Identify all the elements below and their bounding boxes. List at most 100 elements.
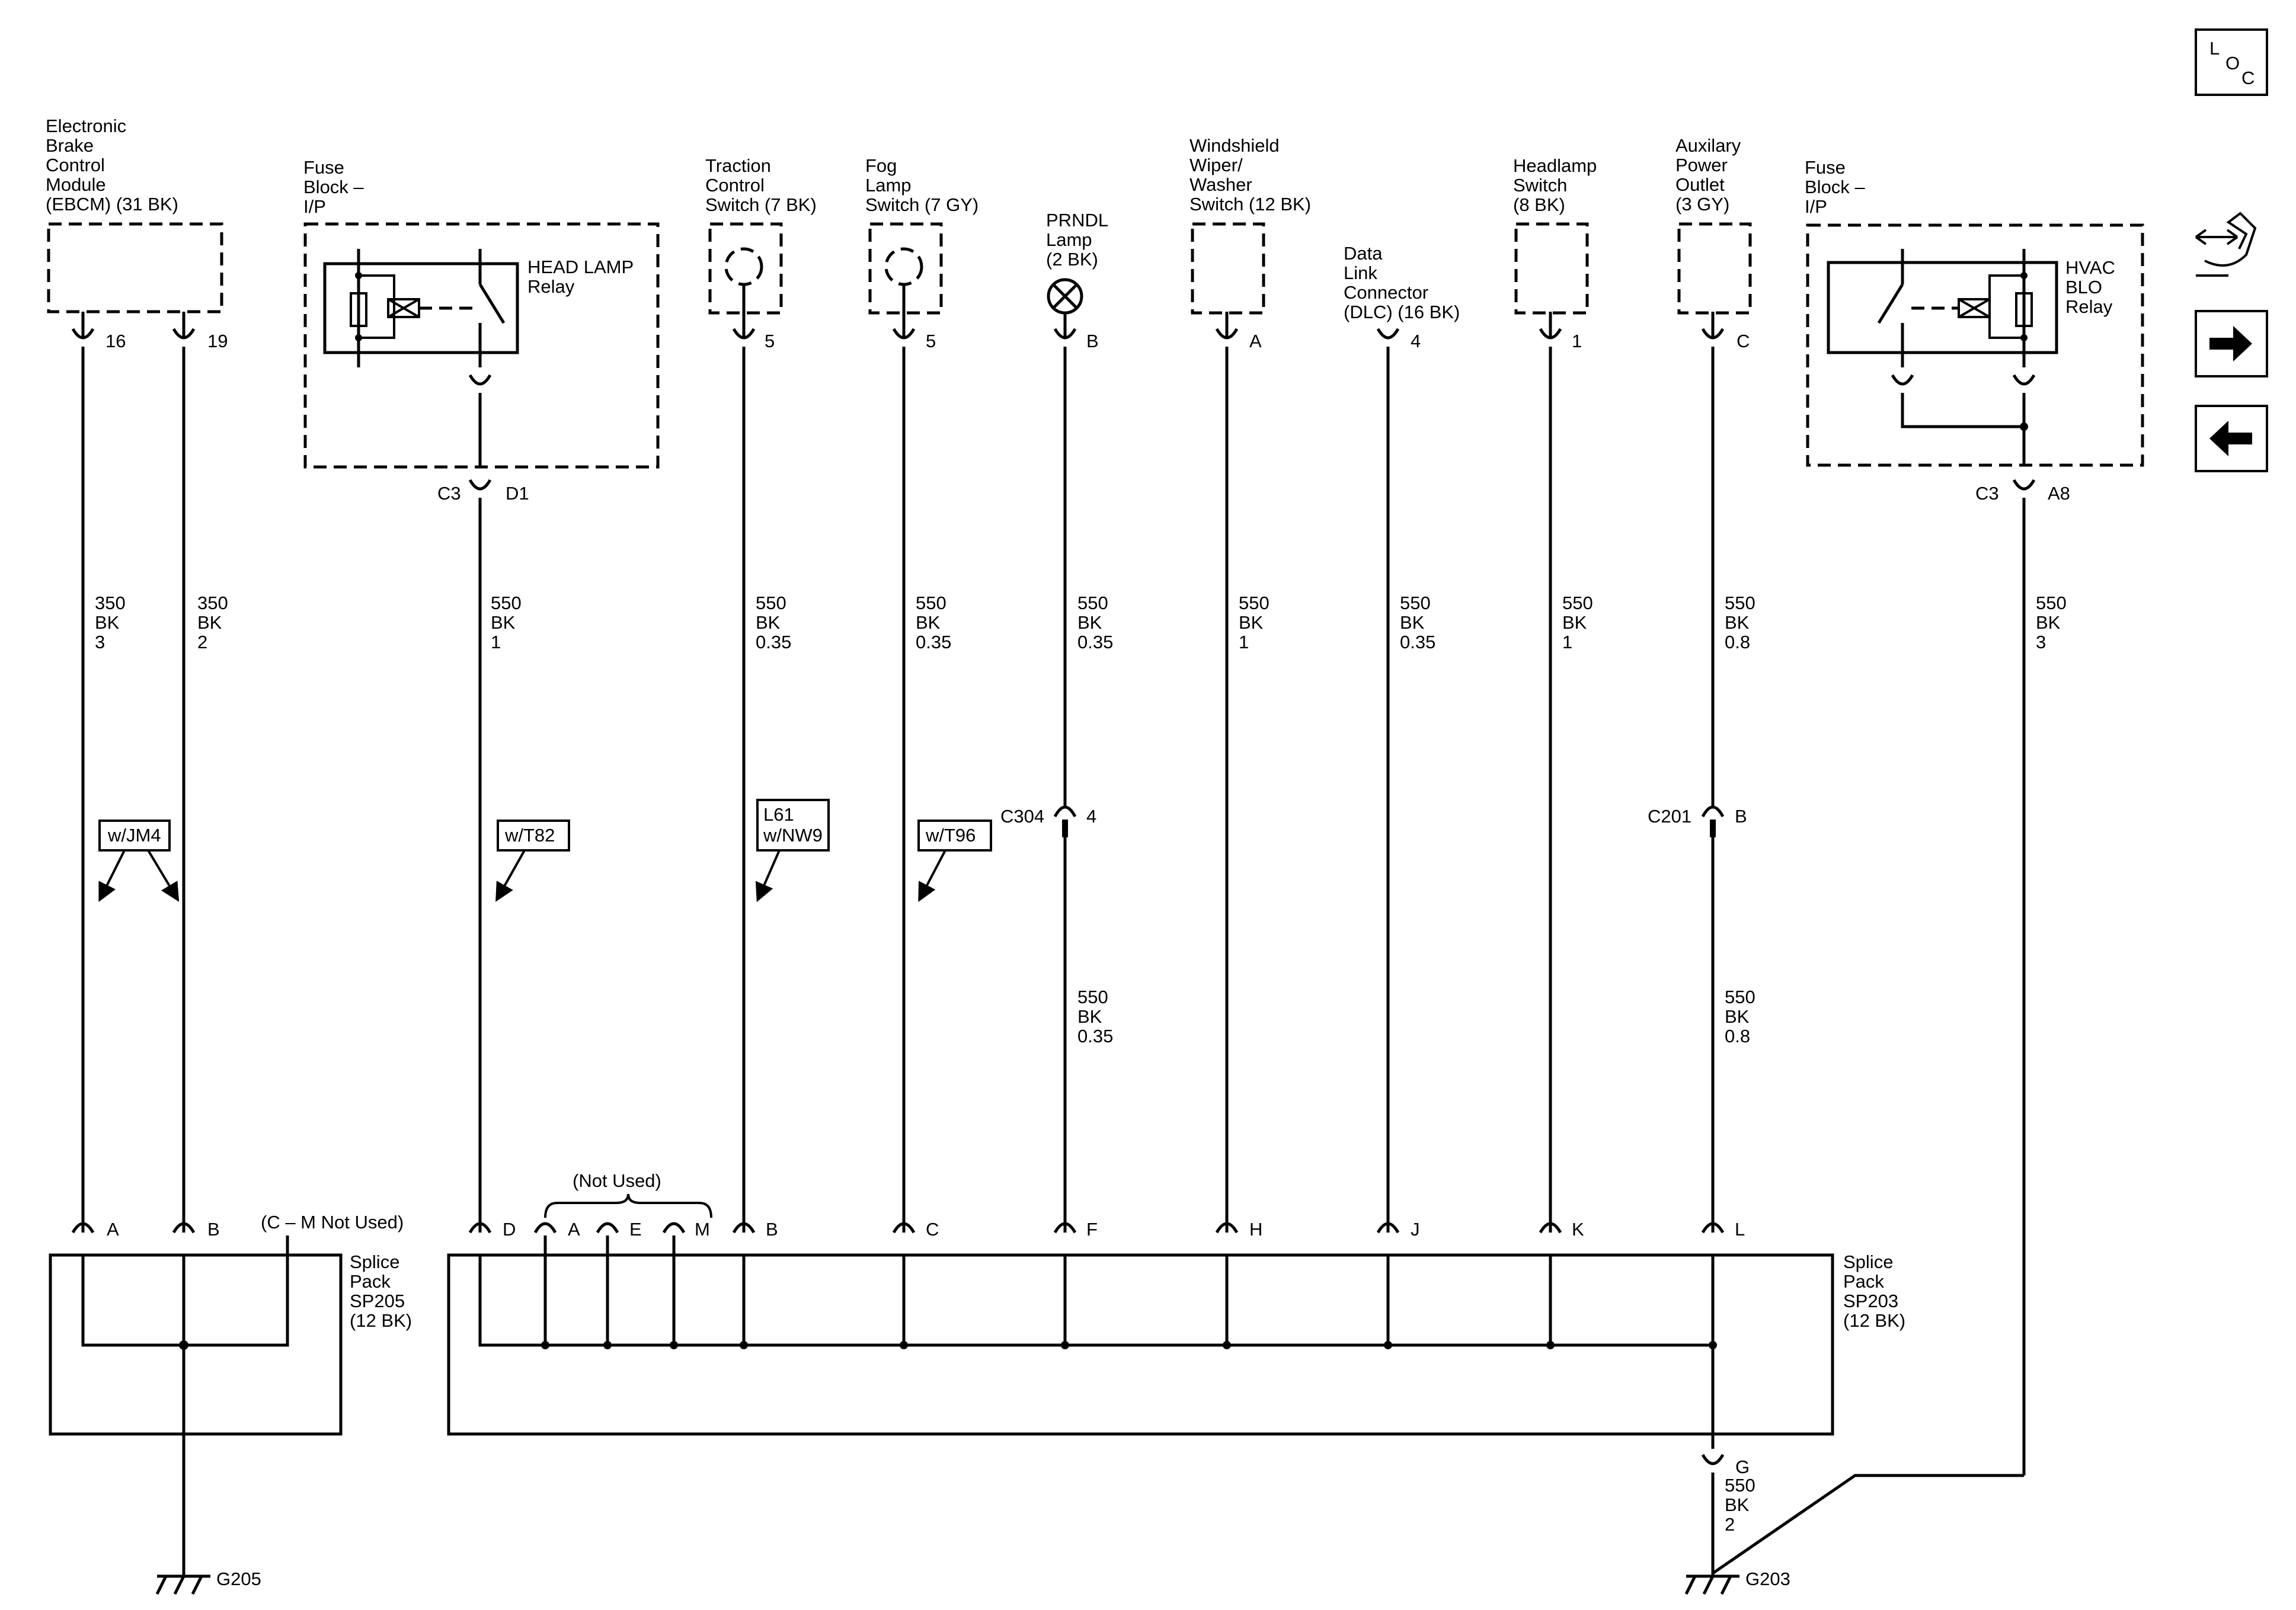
sp203-pin-g: G [1735,1457,1750,1477]
option-jm4-text: w/JM4 [107,825,161,846]
fog-pin: 5 [926,331,936,351]
sp205-pin-a: A [107,1219,119,1240]
sp203-pin-b: B [766,1219,778,1240]
option-l61-text: L61 w/NW9 [763,804,823,846]
sp203-pin-j: J [1411,1219,1420,1240]
wire-label-traction: 550 BK 0.35 [756,593,791,652]
option-t96-text: w/T96 [925,825,976,846]
headlamp-label: Headlamp Switch (8 BK) [1513,155,1602,215]
data-link-connector: Data Link Connector (DLC) (16 BK) 4 [1344,243,1460,351]
wire-label-prndl-upper: 550 BK 0.35 [1077,593,1113,652]
sp203-label: Splice Pack SP203 (12 BK) [1843,1251,1905,1331]
dlc-pin: 4 [1411,331,1421,351]
c201-pin: B [1735,806,1747,827]
connector-c201: C201 B [1648,805,1747,837]
wire-label-prndl-lower: 550 BK 0.35 [1077,987,1113,1046]
wire-label-hvac: 550 BK 3 [2036,593,2071,652]
top-connector-sockets [71,328,1725,340]
connector-end-view-icon[interactable] [2195,212,2257,277]
loc-letter-o: O [2225,53,2240,73]
previous-page-arrow-icon[interactable] [2195,405,2268,472]
wire-label-g203: 550 BK 2 [1725,1475,1760,1535]
wiper-washer-switch: Windshield Wiper/ Washer Switch (12 BK) … [1189,135,1311,351]
wire-runs [81,347,2026,1575]
c3-right-pin: A8 [2048,483,2070,504]
fuse-block-left-label: Fuse Block – I/P [303,157,369,217]
connector-c3-left: C3 D1 [437,479,529,504]
c201-name: C201 [1648,806,1691,827]
sp203-not-used-label: (Not Used) [573,1170,661,1191]
fuse-block-ip-right: Fuse Block – I/P HVAC BLO Relay [1805,157,2144,467]
splice-pack-sp205: A B (C – M Not Used) Splice Pack SP205 (… [49,1212,412,1576]
traction-control-switch: Traction Control Switch (7 BK) 5 [705,155,817,351]
wire-label-headlamp-relay: 550 BK 1 [491,593,526,652]
fog-label: Fog Lamp Switch (7 GY) [865,155,978,215]
wire-label-16: 350 BK 3 [95,593,130,652]
ebcm-pin-19: 19 [207,331,228,351]
sp203-pin-l: L [1735,1219,1745,1240]
sp203-pin-h: H [1249,1219,1262,1240]
sp203-pin-c: C [926,1219,939,1240]
headlamp-pin: 1 [1572,331,1582,351]
c3-left-name: C3 [437,483,461,504]
option-t82-text: w/T82 [504,825,555,846]
loc-letter-l: L [2209,38,2220,59]
splice-pack-sp203: (Not Used) D A E M B C F H J K L [447,1170,1905,1576]
ground-g203: G203 [1684,1569,1790,1595]
fuse-block-ip-left: Fuse Block – I/P HEAD LAMP Relay [303,157,660,469]
wire-label-headlamp-switch: 550 BK 1 [1562,593,1598,652]
prndl-pin: B [1086,331,1099,351]
option-callout-t96: w/T96 [917,820,992,902]
wiper-label: Windshield Wiper/ Washer Switch (12 BK) [1189,135,1311,215]
wire-label-dlc: 550 BK 0.35 [1400,593,1435,652]
hvac-blo-relay-label: HVAC BLO Relay [2065,257,2120,317]
traction-label: Traction Control Switch (7 BK) [705,155,817,215]
prndl-lamp: PRNDL Lamp (2 BK) B [1046,210,1113,351]
sp205-pin-b: B [207,1219,220,1240]
ebcm-component: Electronic Brake Control Module (EBCM) (… [46,116,228,351]
loc-icon[interactable]: L O C [2195,28,2268,96]
dlc-label: Data Link Connector (DLC) (16 BK) [1344,243,1460,322]
g203-label: G203 [1745,1569,1790,1589]
sp205-not-used-note: (C – M Not Used) [261,1212,404,1233]
ebcm-pin-16: 16 [105,331,126,351]
sp203-pin-k: K [1572,1219,1584,1240]
traction-pin: 5 [765,331,775,351]
c304-pin: 4 [1086,806,1096,827]
option-callout-l61: L61 w/NW9 [755,799,830,902]
ground-g205: G205 [155,1569,261,1595]
sp203-pin-f: F [1086,1219,1098,1240]
fuse-block-right-label: Fuse Block – I/P [1805,157,1870,217]
aux-pin: C [1737,331,1750,351]
wire-label-19: 350 BK 2 [197,593,233,652]
wire-labels: 350 BK 3 350 BK 2 550 BK 1 550 BK 0.35 5… [95,593,2071,1535]
sp203-pin-a: A [568,1219,580,1240]
connector-c304: C304 4 [1000,805,1096,837]
ebcm-label: Electronic Brake Control Module (EBCM) (… [46,116,178,215]
c3-right-name: C3 [1975,483,1999,504]
option-callout-jm4: w/JM4 [98,820,180,902]
wiper-pin: A [1249,331,1262,351]
auxilary-power-outlet: Auxilary Power Outlet (3 GY) C [1675,135,1752,351]
wire-label-aux-lower: 550 BK 0.8 [1725,987,1760,1046]
headlamp-switch: Headlamp Switch (8 BK) 1 [1513,155,1602,351]
c304-name: C304 [1000,806,1044,827]
loc-letter-c: C [2241,68,2255,88]
sp203-pin-m: M [695,1219,710,1240]
c3-left-pin: D1 [506,483,529,504]
sp203-pin-d: D [503,1219,516,1240]
aux-label: Auxilary Power Outlet (3 GY) [1675,135,1746,215]
g205-label: G205 [216,1569,261,1589]
sp205-label: Splice Pack SP205 (12 BK) [350,1251,412,1331]
head-lamp-relay-label: HEAD LAMP Relay [527,257,638,297]
fog-lamp-switch: Fog Lamp Switch (7 GY) 5 [865,155,978,351]
prndl-label: PRNDL Lamp (2 BK) [1046,210,1113,270]
wire-label-wiper: 550 BK 1 [1239,593,1274,652]
next-page-arrow-icon[interactable] [2195,310,2268,377]
wire-label-fog: 550 BK 0.35 [916,593,951,652]
wire-label-aux-upper: 550 BK 0.8 [1725,593,1760,652]
connector-c3-right: C3 A8 [1975,479,2070,504]
sp203-pin-e: E [629,1219,642,1240]
